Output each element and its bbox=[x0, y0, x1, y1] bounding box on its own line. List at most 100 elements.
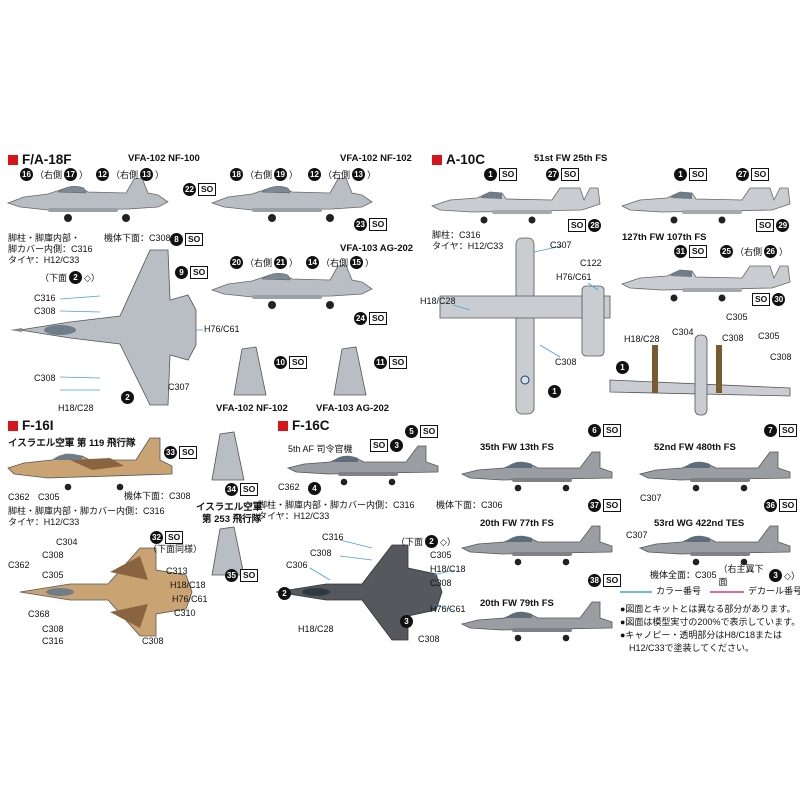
so-box: SO bbox=[756, 218, 775, 232]
so-box: SO bbox=[603, 498, 622, 512]
f16c-side-422tes bbox=[639, 525, 791, 566]
decal-number: 2 bbox=[69, 270, 83, 284]
decal-callout: 3 bbox=[400, 614, 413, 628]
color-label: C308 bbox=[418, 634, 440, 644]
so-box: SO bbox=[369, 217, 388, 231]
decal-number: 17 bbox=[64, 167, 78, 181]
color-label: C305 bbox=[38, 492, 60, 502]
decal-number: 15 bbox=[350, 255, 364, 269]
decal-number: 8 bbox=[170, 232, 183, 246]
side-note: ） bbox=[367, 169, 377, 180]
so-box: SO bbox=[603, 423, 622, 437]
side-note: ） bbox=[289, 257, 299, 268]
color-label: H76/C61 bbox=[204, 324, 240, 334]
decal-number: 21 bbox=[274, 255, 288, 269]
decal-number: 11 bbox=[374, 355, 387, 369]
decal-number: 20 bbox=[230, 255, 243, 269]
fa18-top-view bbox=[10, 249, 197, 406]
side-note: （右側 bbox=[321, 257, 349, 268]
section-f16c-header: F-16C bbox=[278, 418, 330, 433]
decal-number: 27 bbox=[546, 167, 559, 181]
decal-number: 24 bbox=[354, 311, 367, 325]
decal-number: 22 bbox=[183, 182, 196, 196]
color-label: C313 bbox=[166, 566, 188, 576]
color-label: C362 bbox=[8, 560, 30, 570]
f16c-top-view bbox=[275, 544, 443, 641]
a10-gear-note: 脚柱：C316 bbox=[432, 230, 481, 240]
color-label: H18/C28 bbox=[420, 296, 456, 306]
color-label: H76/C61 bbox=[556, 272, 592, 282]
decal-number: 3 bbox=[769, 568, 783, 582]
unit-label: 第 253 飛行隊 bbox=[202, 514, 262, 525]
decal-number: 27 bbox=[736, 167, 749, 181]
so-box: SO bbox=[240, 568, 259, 582]
f16i-underside-note: 機体下面：C308 bbox=[124, 491, 191, 501]
under-note: （右主翼下面 bbox=[718, 564, 764, 587]
decal-number: 7 bbox=[764, 423, 777, 437]
so-box: SO bbox=[561, 167, 580, 181]
a10-front-view bbox=[609, 334, 791, 416]
decal-number: 10 bbox=[274, 355, 287, 369]
section-a10c-header: A-10C bbox=[432, 152, 485, 167]
color-label: C308 bbox=[430, 578, 452, 588]
color-label: C308 bbox=[142, 636, 164, 646]
under-note: （下面 bbox=[40, 272, 68, 283]
decal-number: 33 bbox=[164, 445, 177, 459]
so-box: SO bbox=[751, 167, 770, 181]
decal-callout: 2 bbox=[121, 390, 134, 404]
decal-callout: 1 bbox=[548, 384, 561, 398]
unit-label: イスラエル空軍 bbox=[196, 502, 263, 513]
f16c-side-480fs bbox=[639, 451, 791, 492]
so-box: SO bbox=[369, 311, 388, 325]
decal-number: 28 bbox=[588, 218, 602, 232]
leader-lines bbox=[59, 245, 599, 611]
general-notes: ●図面とキットとは異なる部分があります。 ●図面は模型実寸の200%で表示してい… bbox=[620, 603, 800, 655]
color-label: C308 bbox=[310, 548, 332, 558]
color-label: C304 bbox=[56, 537, 78, 547]
so-box: SO bbox=[689, 167, 708, 181]
fa18-tail-ag202 bbox=[333, 346, 367, 396]
f16i-top-view bbox=[19, 547, 193, 637]
side-note: ） bbox=[289, 169, 299, 180]
decal-number: 19 bbox=[274, 167, 288, 181]
unit-label: 51st FW 25th FS bbox=[534, 153, 608, 164]
decal-number: 36 bbox=[764, 498, 777, 512]
f16i-tire-note: タイヤ：H12/C33 bbox=[8, 517, 80, 527]
unit-label: 20th FW 77th FS bbox=[480, 518, 554, 529]
color-label: C305 bbox=[42, 570, 64, 580]
decal-number: 12 bbox=[96, 167, 109, 181]
section-marker bbox=[278, 421, 288, 431]
color-label: C305 bbox=[726, 312, 748, 322]
decal-number: 2 bbox=[278, 586, 291, 600]
side-note: （右側 bbox=[111, 169, 139, 180]
color-label: C368 bbox=[28, 609, 50, 619]
fa18-gear-note-2: 脚カバー内側：C316 bbox=[8, 244, 93, 254]
color-label: H18/C18 bbox=[430, 564, 466, 574]
decal-number: 18 bbox=[230, 167, 243, 181]
decal-number: 32 bbox=[150, 530, 163, 544]
color-label: C310 bbox=[174, 608, 196, 618]
under-note: ◇） bbox=[784, 570, 800, 581]
f16i-gear-note: 脚柱・脚庫内部・脚カバー内側：C316 bbox=[8, 506, 165, 516]
decal-number: 31 bbox=[674, 244, 687, 258]
color-label: C308 bbox=[42, 550, 64, 560]
f16i-tail-119 bbox=[211, 431, 245, 481]
color-label: C316 bbox=[34, 293, 56, 303]
color-label: H18/C28 bbox=[298, 624, 334, 634]
